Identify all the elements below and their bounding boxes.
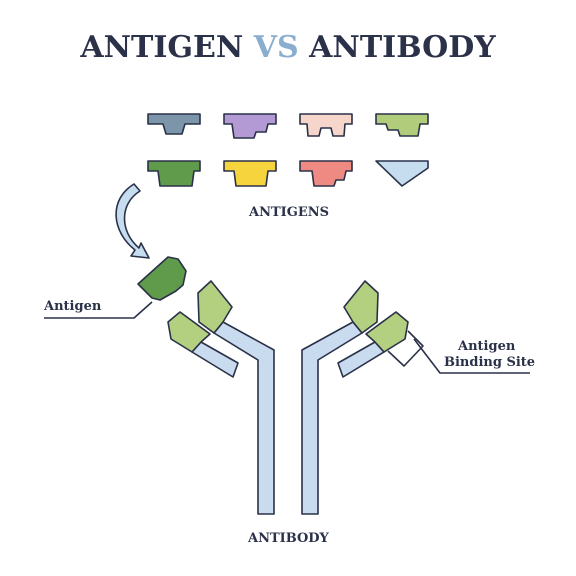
antibody-left-heavy-tip xyxy=(197,280,233,334)
antigen-shape-5 xyxy=(147,160,201,187)
binding-site-pointer-line xyxy=(413,338,530,374)
antigen-label: Antigen xyxy=(44,299,102,314)
binding-site-label-line2: Binding Site xyxy=(444,355,536,370)
antibody-left-heavy-chain xyxy=(213,321,275,515)
antigen-shape-2 xyxy=(223,113,277,139)
antibody-right-light-chain xyxy=(337,341,385,378)
antigen-shape-3 xyxy=(299,113,353,137)
antibody-right-light-tip xyxy=(365,311,409,353)
antibody-right-heavy-tip xyxy=(343,280,379,334)
antigen-shape-7 xyxy=(299,160,353,187)
bound-antigen xyxy=(137,256,187,301)
antigen-shape-8 xyxy=(375,160,429,187)
antigens-label: ANTIGENS xyxy=(249,205,330,220)
binding-site-bracket xyxy=(387,330,424,367)
binding-site-label-line1: Antigen xyxy=(458,339,516,354)
antibody-right-heavy-chain xyxy=(301,321,363,515)
antigen-shape-1 xyxy=(147,113,201,135)
antigen-shape-4 xyxy=(375,113,429,137)
antibody-label: ANTIBODY xyxy=(248,531,329,546)
page-title: ANTIGEN VS ANTIBODY xyxy=(80,30,496,65)
antibody-left-light-chain xyxy=(191,341,239,378)
antibody-left-light-tip xyxy=(167,311,211,353)
antigen-shape-6 xyxy=(223,160,277,187)
antigen-pointer-line xyxy=(44,301,153,319)
curved-arrow-icon xyxy=(115,183,150,259)
